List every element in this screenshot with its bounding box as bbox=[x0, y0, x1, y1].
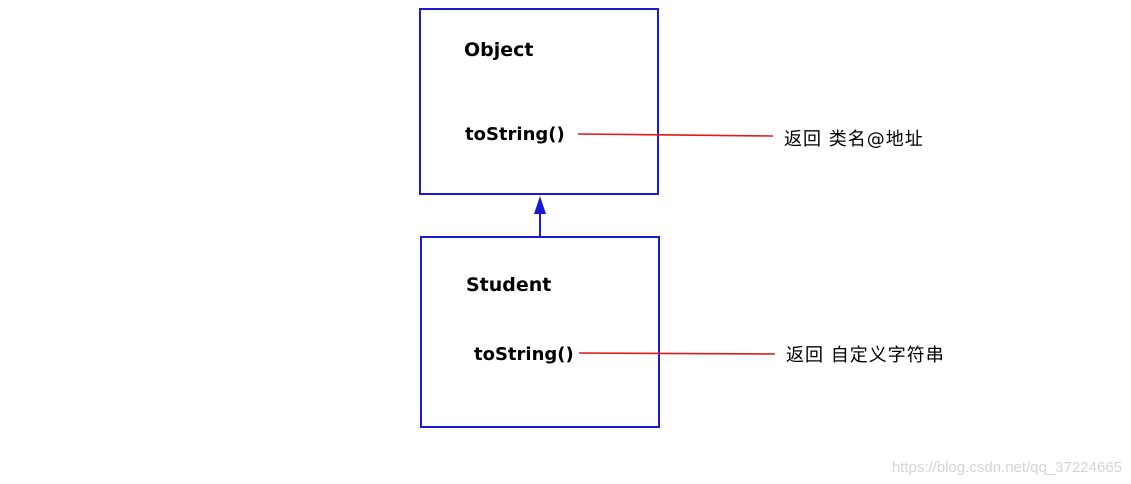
parent-class-method: toString() bbox=[465, 124, 565, 145]
child-method-note: 返回 自定义字符串 bbox=[786, 345, 945, 366]
child-class-box bbox=[420, 236, 660, 428]
child-note-leader-line bbox=[578, 352, 776, 355]
parent-class-node: Object toString() bbox=[419, 8, 659, 195]
watermark-text: https://blog.csdn.net/qq_37224665 bbox=[892, 459, 1122, 476]
parent-class-box bbox=[419, 8, 659, 195]
parent-class-name: Object bbox=[464, 39, 534, 61]
child-class-node: Student toString() bbox=[420, 236, 660, 428]
inheritance-arrow bbox=[534, 196, 546, 237]
inheritance-arrowhead bbox=[534, 196, 546, 214]
child-class-name: Student bbox=[466, 274, 551, 296]
parent-method-note: 返回 类名@地址 bbox=[784, 129, 924, 150]
parent-note-leader-line bbox=[577, 133, 774, 137]
child-class-method: toString() bbox=[474, 344, 574, 365]
